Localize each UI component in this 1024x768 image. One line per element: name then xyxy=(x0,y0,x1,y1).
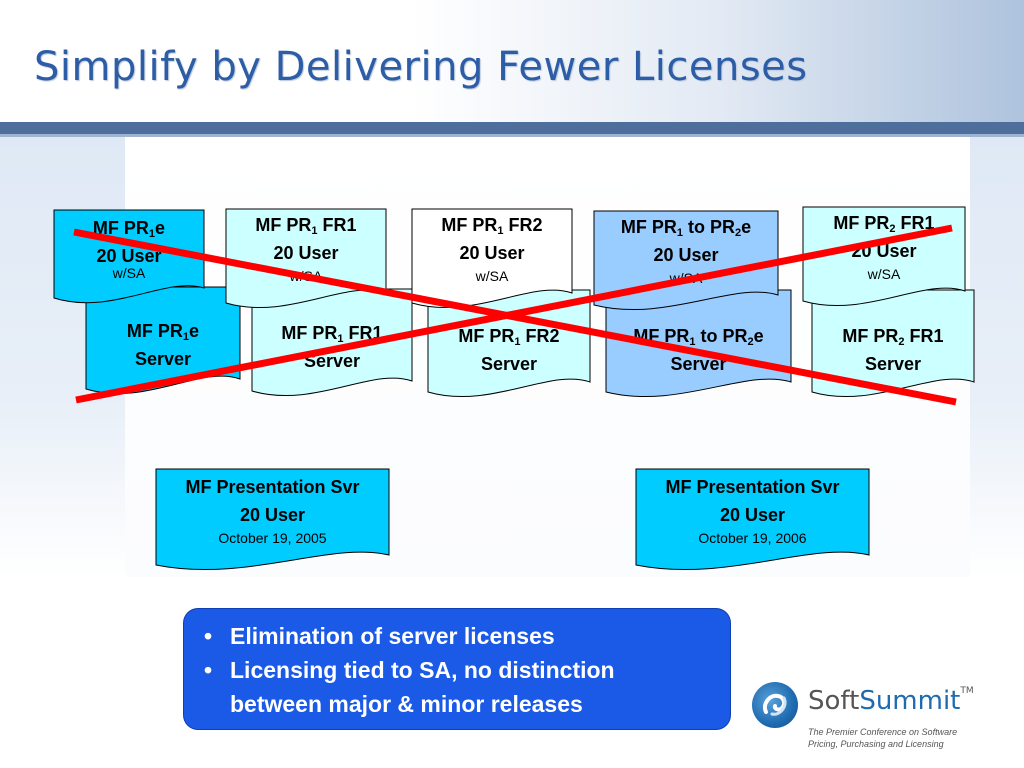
license-note: w/SA xyxy=(289,268,323,284)
logo-wordmark: SoftSummitTM xyxy=(808,686,974,716)
user-license-pr1-fr1: MF PR1 FR1 20 User w/SA xyxy=(225,208,387,313)
logo-tagline: The Premier Conference on Software Prici… xyxy=(808,727,958,749)
license-name: MF PR1e xyxy=(126,321,200,343)
license-note: w/SA xyxy=(112,265,146,281)
summary-box: • Elimination of server licenses • Licen… xyxy=(184,609,730,729)
license-name: MF PR2 FR1 xyxy=(842,326,944,348)
license-name: MF PR1 to PR2e xyxy=(620,217,752,239)
license-date: October 19, 2006 xyxy=(698,530,807,546)
license-type: Server xyxy=(864,354,922,374)
license-note: w/SA xyxy=(669,270,703,286)
license-date: October 19, 2005 xyxy=(218,530,327,546)
license-type: Server xyxy=(670,354,727,374)
user-license-pr1-fr2: MF PR1 FR2 20 User w/SA xyxy=(411,208,573,313)
license-name: MF PR1 FR1 xyxy=(281,323,383,345)
header-background xyxy=(0,0,1024,122)
license-type: Server xyxy=(303,351,361,371)
license-name: MF PR1 FR2 xyxy=(458,326,560,348)
license-type: Server xyxy=(480,354,538,374)
license-type: 20 User xyxy=(239,505,306,525)
license-type: 20 User xyxy=(459,243,525,263)
header-divider-light xyxy=(0,134,1024,137)
bullet-item: • Elimination of server licenses xyxy=(204,623,555,649)
user-license-pr1-to-pr2e: MF PR1 to PR2e 20 User w/SA xyxy=(593,210,779,315)
logo-emblem-icon xyxy=(752,682,798,728)
license-name: MF Presentation Svr xyxy=(665,477,840,497)
license-name: MF Presentation Svr xyxy=(185,477,360,497)
license-type: 20 User xyxy=(851,241,917,261)
license-name: MF PR1 FR1 xyxy=(255,215,357,237)
user-license-pr2-fr1: MF PR2 FR1 20 User w/SA xyxy=(802,206,966,311)
license-type: 20 User xyxy=(653,245,719,265)
license-name: MF PR2 FR1 xyxy=(833,213,935,235)
license-note: w/SA xyxy=(475,268,509,284)
presentation-license-2006: MF Presentation Svr 20 User October 19, … xyxy=(635,468,870,575)
user-license-pr1e: MF PR1e 20 User w/SA xyxy=(53,209,205,308)
header-divider xyxy=(0,122,1024,134)
slide-title: Simplify by Delivering Fewer Licenses xyxy=(34,44,808,90)
license-name: MF PR1e xyxy=(92,218,166,240)
license-type: Server xyxy=(134,349,192,369)
bullet-item: • Licensing tied to SA, no distinction b… xyxy=(204,657,615,717)
presentation-license-2005: MF Presentation Svr 20 User October 19, … xyxy=(155,468,390,575)
license-type: 20 User xyxy=(719,505,786,525)
softsummit-logo: SoftSummitTM The Premier Conference on S… xyxy=(752,678,992,758)
license-name: MF PR1 FR2 xyxy=(441,215,543,237)
license-name: MF PR1 to PR2e xyxy=(633,326,764,348)
license-note: w/SA xyxy=(867,266,901,282)
background-band-right xyxy=(970,137,1024,577)
license-type: 20 User xyxy=(273,243,339,263)
